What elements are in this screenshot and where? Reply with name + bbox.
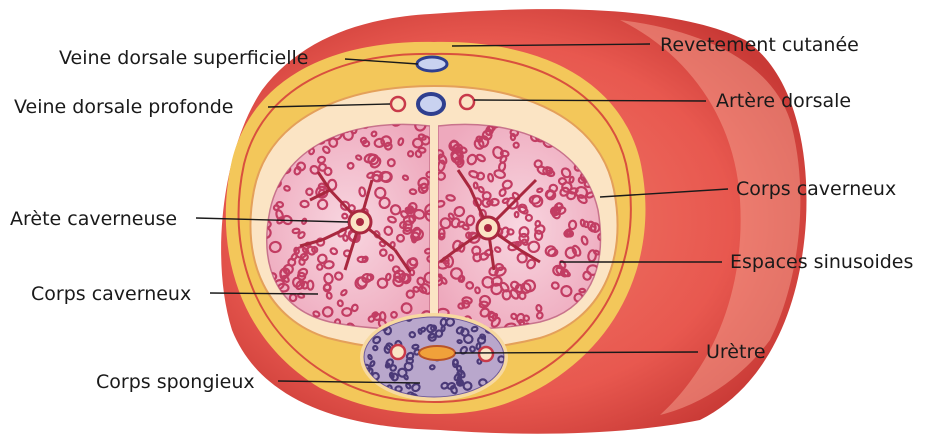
spongy-artery-right bbox=[479, 347, 493, 361]
label-revetement-cutanee: Revetement cutanée bbox=[660, 34, 859, 56]
dorsal-artery-left bbox=[391, 97, 405, 111]
label-espaces-sinusoides: Espaces sinusoides bbox=[730, 251, 913, 273]
label-corps-caverneux-left: Corps caverneux bbox=[31, 283, 191, 305]
cavernous-artery-left-core bbox=[356, 218, 364, 226]
label-veine-dorsale-superficielle: Veine dorsale superficielle bbox=[59, 47, 308, 69]
deep-dorsal-vein bbox=[418, 94, 444, 114]
label-uretre: Urètre bbox=[706, 341, 766, 363]
cavernous-artery-right-core bbox=[484, 224, 492, 232]
leader-corps-caverneux-left bbox=[210, 293, 318, 294]
dorsal-artery-right bbox=[460, 95, 474, 109]
spongy-artery-left bbox=[391, 345, 405, 359]
label-artere-caverneuse: Arète caverneuse bbox=[10, 208, 177, 230]
urethra bbox=[419, 346, 455, 360]
label-veine-dorsale-profonde: Veine dorsale profonde bbox=[14, 96, 234, 118]
label-corps-spongieux: Corps spongieux bbox=[96, 371, 255, 393]
septum bbox=[430, 122, 438, 332]
label-corps-caverneux-right: Corps caverneux bbox=[736, 178, 896, 200]
label-artere-dorsale: Artère dorsale bbox=[716, 90, 851, 112]
leader-artere-dorsale bbox=[474, 100, 706, 101]
superficial-dorsal-vein bbox=[417, 57, 447, 71]
